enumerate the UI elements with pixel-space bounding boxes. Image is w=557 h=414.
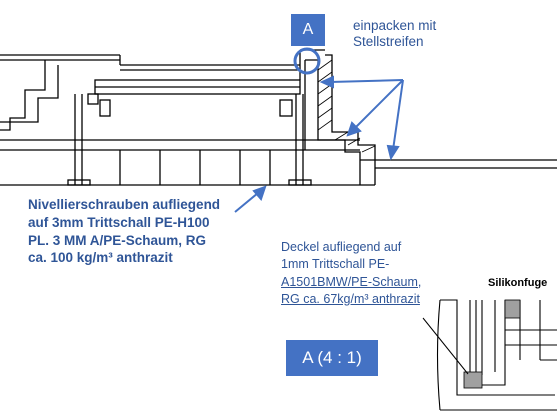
packing-note-line: Stellstreifen [353, 34, 424, 50]
silicone-label: Silikonfuge [488, 277, 548, 289]
lid-note-line: RG ca. 67kg/m³ anthrazit [281, 291, 420, 306]
lid-pad [463, 371, 483, 389]
lid-note-line: 1mm Trittschall PE- [281, 257, 390, 272]
packing-note-line: einpacken mit [353, 18, 437, 33]
detail-scale-badge: A (4 : 1) [286, 340, 378, 376]
lid-note-line: Deckel aufliegend auf [281, 240, 402, 254]
detail-view [436, 299, 557, 411]
packing-arrows [319, 75, 404, 161]
silicone-joint [504, 299, 521, 319]
detail-a-circle [293, 47, 321, 75]
detail-scale-label: A (4 : 1) [302, 348, 362, 367]
screws-note-line: Nivellierschrauben aufliegend [28, 197, 221, 212]
lid-note-line: A1501BMW/PE-Schaum, [281, 274, 422, 289]
wall-hatching [317, 59, 376, 153]
lid-arrow [422, 317, 469, 375]
detail-marker-badge: A [291, 14, 325, 46]
screws-note: Nivellierschrauben aufliegend auf 3mm Tr… [28, 196, 220, 267]
screws-note-line: ca. 100 kg/m³ anthrazit [28, 250, 173, 266]
frame-outline [0, 49, 557, 186]
screws-note-line: PL. 3 MM A/PE-Schaum, RG [28, 232, 207, 248]
screws-note-line: auf 3mm Trittschall PE-H100 [28, 214, 210, 230]
detail-marker-label: A [302, 21, 314, 38]
packing-note: einpacken mit Stellstreifen [353, 18, 436, 50]
screws-arrow [234, 185, 267, 213]
lid-note: Deckel aufliegend auf 1mm Trittschall PE… [281, 239, 421, 308]
